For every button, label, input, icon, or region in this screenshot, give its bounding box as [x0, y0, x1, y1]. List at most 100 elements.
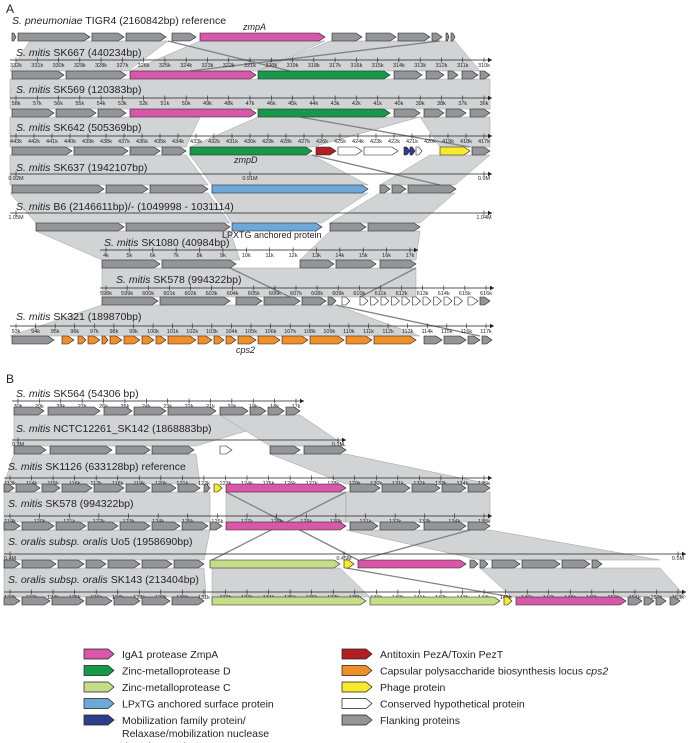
gene-cps2 — [237, 335, 257, 345]
axis-a-9-tick-label: 109k — [323, 329, 335, 335]
gene-cps2 — [167, 335, 197, 345]
gene-flanking — [21, 559, 57, 569]
axis-a-3-tick-label: 51k — [160, 101, 169, 107]
genome-label-b-2: S. mitis NCTC12261_SK142 (1868883bp) — [16, 423, 212, 435]
gene-flanking — [3, 596, 21, 606]
legend-label-zmpC: Zinc-metalloprotease C — [122, 682, 231, 694]
gene-flanking — [115, 445, 151, 455]
gene-flanking — [447, 70, 459, 80]
axis-a-7-tick-label: 13k — [312, 253, 321, 259]
axis-b-1-tick-label: 29k — [35, 404, 44, 410]
gene-flanking — [329, 222, 367, 232]
axis-a-9-tick-label: 97k — [90, 329, 99, 335]
gene-zmpA — [515, 596, 627, 606]
gene-cps2 — [309, 335, 345, 345]
axis-a-8-tick-label: 616k — [480, 291, 492, 297]
gene-flanking — [17, 32, 91, 42]
axis-a-9-tick-label: 98k — [109, 329, 118, 335]
axis-a-2-tick-label: 319k — [287, 63, 299, 69]
gene-zmpC — [209, 559, 341, 569]
gene-cps2 — [197, 335, 213, 345]
axis-a-3-tick-label: 44k — [309, 101, 318, 107]
gene-flanking — [61, 483, 93, 493]
gene-flanking — [423, 108, 445, 118]
axis-a-3-arrowhead — [488, 95, 492, 101]
axis-a-2-tick-label: 317k — [329, 63, 341, 69]
axis-b-6-tick-label: 131k — [198, 595, 210, 601]
gene-flanking — [521, 559, 561, 569]
legend-label-mobilization: Mobilization family protein/Relaxase/mob… — [122, 715, 269, 743]
axis-b-6-arrowhead — [682, 589, 686, 595]
axis-b-2-tick-label: 0.1M — [332, 442, 345, 448]
axis-a-9-tick-label: 116k — [461, 329, 473, 335]
gene-flanking — [303, 445, 347, 455]
gene-flanking — [151, 445, 195, 455]
gene-flanking — [479, 70, 491, 80]
axis-a-3-tick-label: 52k — [139, 101, 148, 107]
axis-a-7-tick-label: 4k — [103, 253, 109, 259]
gene-flanking — [445, 32, 450, 42]
axis-a-4-tick-label: 429k — [262, 139, 274, 145]
gene-flanking — [113, 596, 141, 606]
gene-label-zmpA: zmpA — [242, 22, 266, 32]
homology-link — [299, 116, 471, 148]
legend-label-zmpD: Zinc-metalloprotease D — [122, 666, 231, 678]
axis-a-9-arrowhead — [490, 323, 494, 329]
gene-flanking — [51, 596, 85, 606]
axis-a-9-tick-label: 93k — [12, 329, 21, 335]
gene-flanking — [391, 184, 407, 194]
gene-flanking — [461, 70, 479, 80]
gene-flanking — [445, 108, 467, 118]
axis-a-3-tick-label: 49k — [203, 101, 212, 107]
homology-link — [359, 267, 417, 298]
axis-a-4-tick-label: 433k — [190, 139, 202, 145]
axis-a-3-tick-label: 50k — [182, 101, 191, 107]
homology-block — [345, 491, 491, 523]
axis-a-9-tick-label: 114k — [421, 329, 433, 335]
axis-a-8-tick-label: 599k — [121, 291, 133, 297]
axis-b-2-tick-label: 0.3M — [12, 442, 25, 448]
axis-b-1-tick-label: 26k — [99, 404, 108, 410]
axis-a-4-tick-label: 421k — [406, 139, 418, 145]
legend-swatch-hypothetical — [341, 698, 373, 709]
gene-flanking — [209, 521, 223, 531]
gene-flanking — [269, 445, 301, 455]
gene-hypothetical — [467, 296, 479, 306]
gene-flanking — [423, 521, 467, 531]
axis-a-9-tick-label: 96k — [70, 329, 79, 335]
gene-flanking — [367, 222, 421, 232]
axis-a-8-tick-label: 601k — [163, 291, 175, 297]
gene-antitoxin — [315, 146, 337, 156]
gene-hypothetical — [219, 445, 233, 455]
axis-a-4-tick-label: 427k — [298, 139, 310, 145]
gene-flanking — [35, 222, 125, 232]
axis-a-8-tick-label: 603k — [206, 291, 218, 297]
gene-flanking — [467, 483, 491, 493]
gene-hypothetical — [443, 296, 453, 306]
gene-lpxtg — [231, 222, 323, 232]
gene-flanking — [141, 559, 173, 569]
axis-a-5-tick-label: 0.92M — [8, 176, 24, 182]
gene-flanking — [141, 596, 171, 606]
homology-block — [345, 529, 661, 561]
gene-zmpC — [211, 596, 367, 606]
axis-a-3-tick-label: 53k — [118, 101, 127, 107]
genome-label-a-9: S. mitis SK321 (189870bp) — [16, 311, 142, 323]
axis-a-2-tick-label: 324k — [180, 63, 192, 69]
genome-label-a-7: S. mitis SK1080 (40984bp) — [104, 237, 230, 249]
axis-a-4-tick-label: 422k — [388, 139, 400, 145]
axis-a-7-tick-label: 14k — [335, 253, 344, 259]
gene-zmpA — [225, 483, 347, 493]
axis-a-9-tick-label: 103k — [206, 329, 218, 335]
gene-flanking — [481, 335, 493, 345]
axis-a-4-tick-label: 420k — [424, 139, 436, 145]
axis-a-8-tick-label: 611k — [375, 291, 387, 297]
axis-a-7-tick-label: 15k — [359, 253, 368, 259]
axis-b-4-tick-label: 126k — [211, 519, 223, 525]
axis-a-2-tick-label: 332k — [10, 63, 22, 69]
gene-flanking — [55, 521, 87, 531]
axis-a-4-tick-label: 435k — [154, 139, 166, 145]
axis-a-4-tick-label: 425k — [334, 139, 346, 145]
gene-cps2 — [123, 335, 141, 345]
